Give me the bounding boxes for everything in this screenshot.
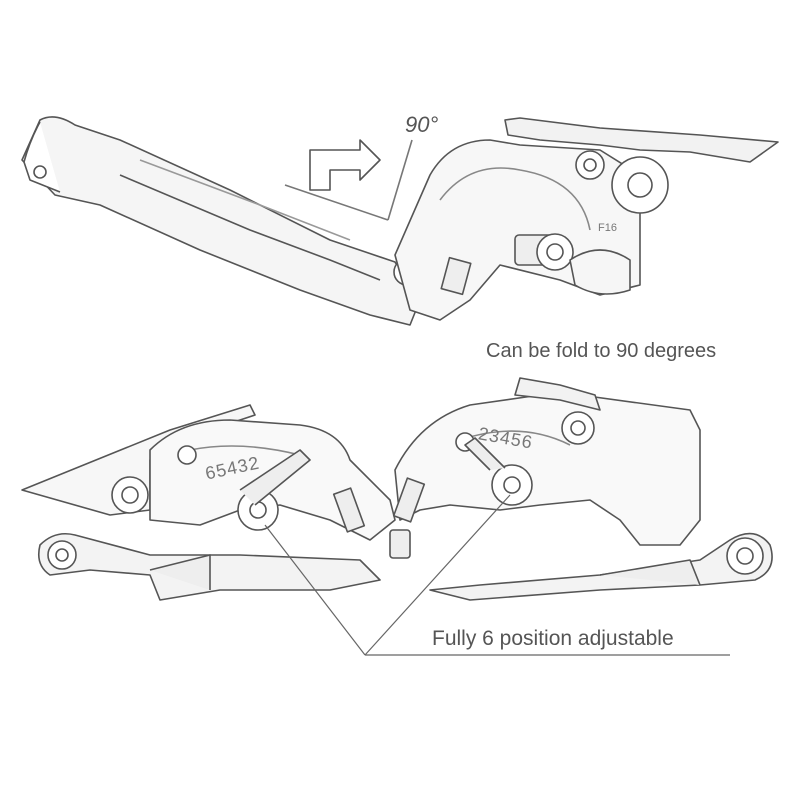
adjustable-caption: Fully 6 position adjustable: [432, 627, 674, 650]
lever-left: [21, 404, 396, 601]
fold-angle-label: 90°: [405, 112, 439, 137]
lever-right: [389, 377, 773, 601]
callout-lines: [264, 494, 730, 656]
part-marking: F16: [598, 222, 617, 234]
fold-arrow-icon: [284, 139, 413, 221]
folded-lever: [21, 116, 779, 326]
fold-caption: Can be fold to 90 degrees: [486, 340, 717, 362]
